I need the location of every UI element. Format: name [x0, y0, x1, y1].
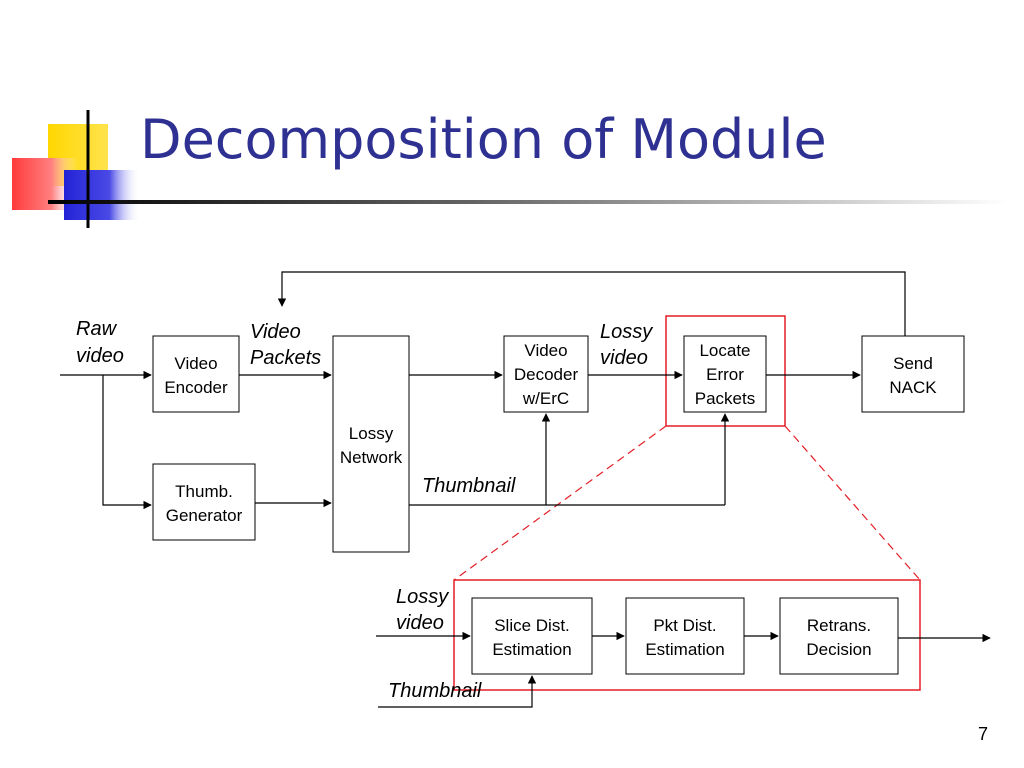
video-encoder-label-2: Encoder	[164, 378, 228, 397]
locate-error-label-3: Packets	[695, 389, 755, 408]
locate-error-label-2: Error	[706, 365, 744, 384]
video-decoder-label-2: Decoder	[514, 365, 579, 384]
thumbnail-top-label: Thumbnail	[422, 475, 516, 497]
send-nack-label-2: NACK	[889, 378, 937, 397]
locate-error-block: Locate Error Packets	[683, 335, 767, 413]
locate-error-label-1: Locate	[699, 341, 750, 360]
lossy-video-top-label-2: video	[600, 347, 648, 369]
pkt-dist-label-1: Pkt Dist.	[653, 616, 716, 635]
slice-dist-block: Slice Dist. Estimation	[471, 597, 593, 675]
thumbnail-bottom-label: Thumbnail	[388, 680, 482, 702]
retrans-block: Retrans. Decision	[779, 597, 899, 675]
lossy-video-top-label-1: Lossy	[600, 321, 653, 343]
slide-title: Decomposition of Module	[140, 108, 827, 171]
send-nack-block: Send NACK	[861, 335, 965, 413]
page-number: 7	[978, 724, 989, 744]
pkt-dist-label-2: Estimation	[645, 640, 724, 659]
video-packets-label-2: Packets	[250, 347, 321, 369]
zoom-dashed-line-left	[453, 425, 667, 581]
video-encoder-label-1: Video	[174, 354, 217, 373]
video-decoder-label-1: Video	[524, 341, 567, 360]
raw-video-label-1: Raw	[76, 318, 118, 340]
slice-dist-label-2: Estimation	[492, 640, 571, 659]
arrow-thumbnail-to-slice	[378, 675, 537, 708]
video-encoder-block: Video Encoder	[152, 335, 240, 413]
connectors	[60, 271, 991, 708]
arrow-raw-to-thumb	[102, 375, 152, 510]
video-packets-label-1: Video	[250, 321, 301, 343]
arrow-nack-feedback	[277, 271, 906, 336]
pkt-dist-block: Pkt Dist. Estimation	[625, 597, 745, 675]
lossy-network-label-1: Lossy	[349, 424, 394, 443]
send-nack-label-1: Send	[893, 354, 933, 373]
thumb-generator-label-2: Generator	[166, 506, 243, 525]
retrans-label-2: Decision	[806, 640, 871, 659]
retrans-label-1: Retrans.	[807, 616, 871, 635]
slice-dist-label-1: Slice Dist.	[494, 616, 570, 635]
zoom-dashed-line-right	[784, 425, 921, 581]
video-decoder-block: Video Decoder w/ErC	[503, 335, 589, 413]
thumb-generator-block: Thumb. Generator	[152, 463, 256, 541]
corner-decoration	[12, 110, 140, 228]
video-decoder-label-3: w/ErC	[522, 389, 569, 408]
lossy-video-bottom-label-1: Lossy	[396, 586, 449, 608]
title-underline	[48, 200, 1008, 204]
blue-square	[64, 170, 140, 220]
lossy-video-bottom-label-2: video	[396, 612, 444, 634]
lossy-network-label-2: Network	[340, 448, 403, 467]
thumb-generator-label-1: Thumb.	[175, 482, 233, 501]
highlight-box-bottom	[453, 579, 921, 691]
lossy-network-block: Lossy Network	[332, 335, 410, 553]
raw-video-label-2: video	[76, 345, 124, 367]
